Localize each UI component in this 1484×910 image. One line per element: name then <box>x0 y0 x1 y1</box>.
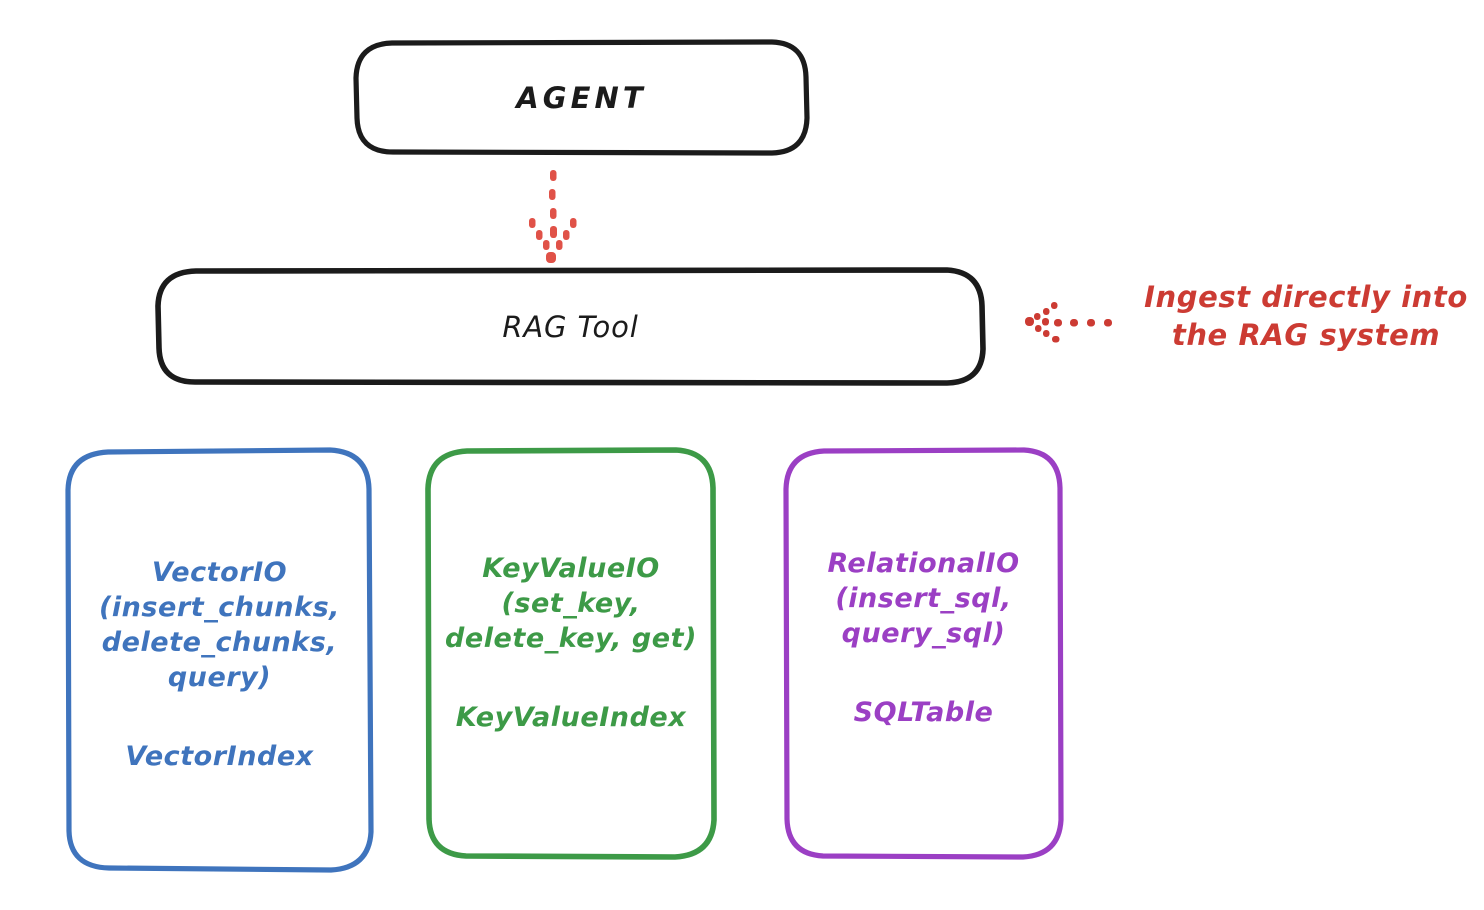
agent-node-label: AGENT <box>516 81 647 115</box>
ingest-annotation-arrow <box>1025 302 1112 343</box>
agent-to-rag-tool-arrow <box>529 170 577 263</box>
relational-io-node[interactable]: RelationalIO (insert_sql, query_sql) SQL… <box>786 450 1061 858</box>
vector-io-index-label: VectorIndex <box>125 741 314 773</box>
key-value-io-node[interactable]: KeyValueIO (set_key, delete_key, get) Ke… <box>428 450 714 858</box>
ingest-annotation-label: Ingest directly into the RAG system <box>1144 280 1468 353</box>
vector-io-api-label: VectorIO (insert_chunks, delete_chunks, … <box>99 556 340 694</box>
agent-node[interactable]: AGENT <box>356 42 807 154</box>
rag-tool-node[interactable]: RAG Tool <box>158 270 983 384</box>
key-value-io-api-label: KeyValueIO (set_key, delete_key, get) <box>445 552 697 655</box>
relational-io-index-label: SQLTable <box>853 697 994 729</box>
relational-io-api-label: RelationalIO (insert_sql, query_sql) <box>827 547 1020 650</box>
vector-io-node[interactable]: VectorIO (insert_chunks, delete_chunks, … <box>68 450 371 871</box>
key-value-io-index-label: KeyValueIndex <box>455 702 687 734</box>
rag-tool-node-label: RAG Tool <box>502 310 639 344</box>
